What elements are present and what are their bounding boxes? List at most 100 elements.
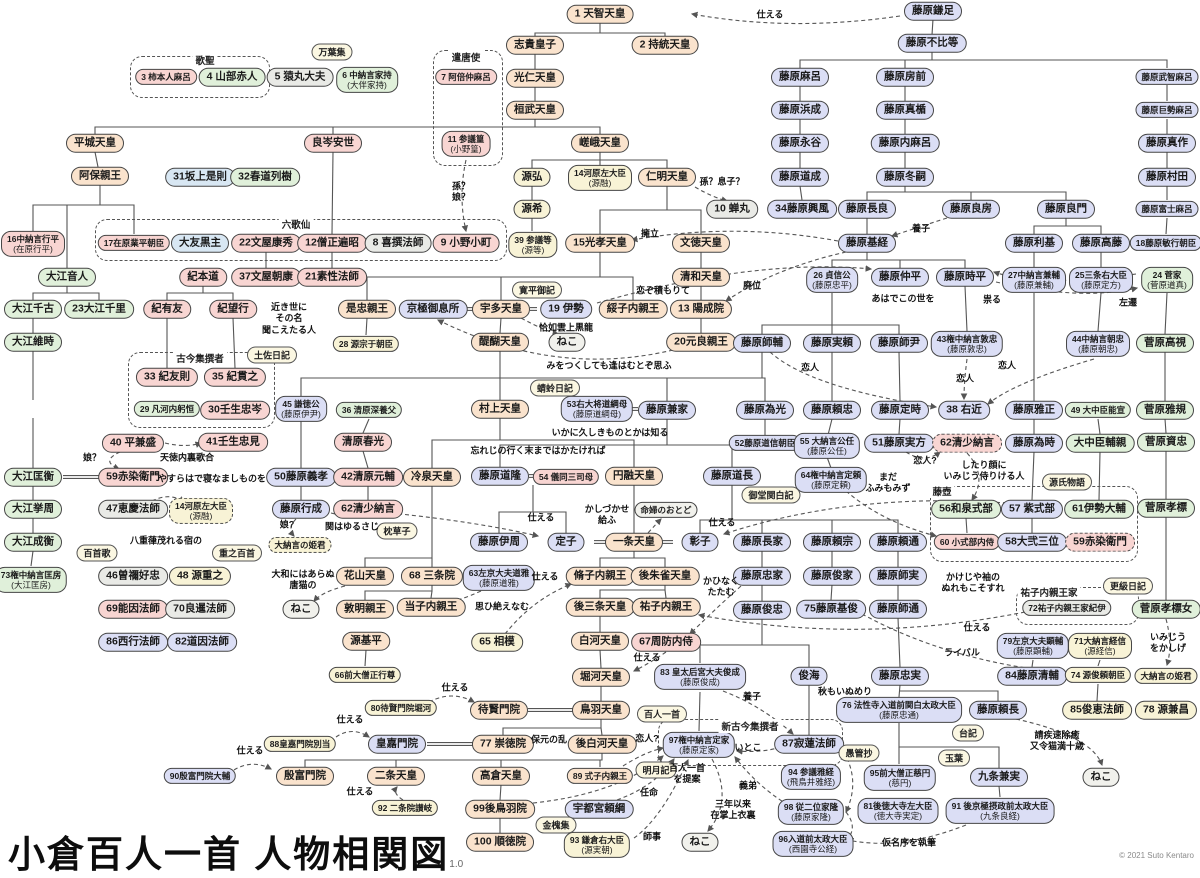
relation-label: 思ひ絶えなむ: [474, 601, 530, 612]
person-node: 90殷富門院大輔: [163, 767, 237, 785]
relation-label: かひなくたたむ: [702, 575, 740, 597]
relation-label: 請疾速除癒又令猫満十歳: [1029, 729, 1085, 751]
person-node: 藤原時平: [936, 267, 994, 287]
person-node: 源希: [513, 199, 551, 219]
person-node: 大江音人: [38, 267, 96, 287]
relation-label: 師事: [642, 831, 662, 842]
person-node: 藤原頼通: [869, 532, 927, 552]
person-node: 白河天皇: [571, 631, 629, 651]
person-node: 49 大中臣能宣: [1064, 401, 1132, 419]
person-node: 32春道列樹: [230, 167, 300, 187]
person-node: 桓武天皇: [506, 100, 564, 120]
group-label: 古今集撰者: [173, 351, 227, 365]
relation-label: 三年以来在掌上衣裏: [710, 798, 756, 820]
relation-label: 娘?: [279, 519, 295, 530]
person-node: 30壬生忠岑: [200, 400, 270, 420]
person-node: 74 源俊頼朝臣: [1064, 666, 1132, 684]
person-node: 35 紀貫之: [203, 367, 267, 387]
person-node: 57 紫式部: [1000, 499, 1064, 519]
relation-label: 孫？娘？: [451, 180, 471, 202]
person-node: 源基平: [342, 631, 390, 651]
person-node: 55 大納言公任(藤原公任): [793, 432, 861, 460]
person-node: 2 持統天皇: [631, 35, 699, 55]
person-node: 85俊恵法師: [1062, 700, 1132, 720]
relation-label: 娘？: [82, 452, 102, 463]
person-node: 大中臣輔親: [1065, 433, 1135, 453]
person-node: 23大江千里: [64, 299, 134, 319]
group-label: 新古今集撰者: [718, 719, 782, 733]
person-node: 藤原師実: [869, 566, 927, 586]
book-balloon: 更級日記: [1102, 577, 1154, 595]
group-label: 藤壺: [929, 484, 955, 498]
person-node: 大江維時: [4, 332, 62, 352]
person-node: 96入道前太政大臣(西園寺公経): [772, 830, 854, 858]
person-node: 56和泉式部: [931, 499, 1001, 519]
cat-node: ねこ: [282, 599, 320, 619]
book-balloon: 寛平御記: [511, 281, 563, 299]
person-node: 藤原忠実: [871, 666, 929, 686]
person-node: 醍醐天皇: [471, 332, 529, 352]
person-node: 36 清原深養父: [335, 401, 403, 419]
person-node: 37文屋朝康: [231, 267, 301, 287]
group-box: [930, 486, 1138, 562]
person-node: 51藤原実方: [864, 433, 934, 453]
relation-label: 仕える: [441, 682, 469, 693]
person-node: 78 源兼昌: [1134, 700, 1198, 720]
person-node: 殷富門院: [276, 766, 334, 786]
person-node: 藤原基経: [838, 233, 896, 253]
person-node: 藤原村田: [1138, 167, 1196, 187]
person-node: 4 山部赤人: [198, 67, 266, 87]
person-node: 40 平兼盛: [101, 433, 165, 453]
person-node: 79左京大夫顕輔(藤原顕輔): [996, 632, 1070, 660]
book-balloon: 重之百首: [211, 544, 263, 562]
person-node: 67周防内侍: [631, 632, 701, 652]
relation-label: まだふみもみず: [865, 471, 911, 493]
person-node: 藤原為光: [736, 400, 794, 420]
person-node: 祐子内親王: [631, 597, 701, 617]
person-node: 菅原資忠: [1137, 432, 1195, 452]
relation-label: 仮名序を執筆: [881, 837, 937, 848]
relation-label: 関はゆるさじ: [324, 521, 380, 532]
person-node: 藤原巨勢麻呂: [1135, 101, 1199, 119]
person-node: 藤原俊家: [803, 566, 861, 586]
person-node: 光仁天皇: [506, 68, 564, 88]
person-node: 後白河天皇: [567, 734, 637, 754]
person-node: 綏子内親王: [598, 299, 668, 319]
person-node: 45 謙徳公(藤原伊尹): [275, 395, 327, 423]
person-node: 後三条天皇: [565, 597, 635, 617]
group-label: 歌聖: [192, 53, 218, 67]
relation-label: かしづかせ給ふ: [584, 503, 630, 525]
person-node: 10 蝉丸: [706, 199, 758, 219]
person-node: 藤原兼家: [638, 400, 696, 420]
relation-label: ライバル: [944, 647, 980, 658]
person-node: 阿保親王: [71, 166, 129, 186]
person-node: 88皇嘉門院別当: [263, 735, 337, 753]
person-node: 九条兼実: [970, 767, 1028, 787]
person-node: 藤原師尹: [870, 333, 928, 353]
person-node: 藤原長家: [733, 532, 791, 552]
person-node: 是忠親王: [338, 299, 396, 319]
person-node: 38 右近: [938, 400, 990, 420]
person-node: 平城天皇: [66, 133, 124, 153]
person-node: 宇都宮頼綱: [564, 799, 634, 819]
person-node: 藤原仲平: [871, 267, 929, 287]
person-node: 14河原左大臣(源融): [169, 497, 233, 525]
person-node: 87寂蓮法師: [774, 734, 844, 754]
person-node: 6 中納言家持(大伴家持): [336, 66, 398, 94]
person-node: 宇多天皇: [472, 299, 530, 319]
person-node: 83 皇太后宮大夫俊成(藤原俊成): [654, 663, 746, 691]
person-node: 藤原武智麻呂: [1135, 68, 1199, 86]
person-node: 77 崇徳院: [471, 734, 535, 754]
person-node: 97権中納言定家(藤原定家): [662, 731, 736, 759]
person-node: 29 凡河内躬恒: [133, 400, 201, 418]
person-node: 大江成衡: [4, 532, 62, 552]
person-node: 68 三条院: [400, 566, 464, 586]
person-node: 紀有友: [143, 299, 191, 319]
person-node: 24 菅家(菅原道真): [1141, 266, 1193, 294]
relation-label: 仕える: [236, 745, 264, 756]
person-node: 文徳天皇: [672, 233, 730, 253]
person-node: 99後鳥羽院: [465, 799, 535, 819]
group-label: 祐子内親王家: [1017, 585, 1081, 599]
version-label: 1.0: [449, 859, 464, 870]
